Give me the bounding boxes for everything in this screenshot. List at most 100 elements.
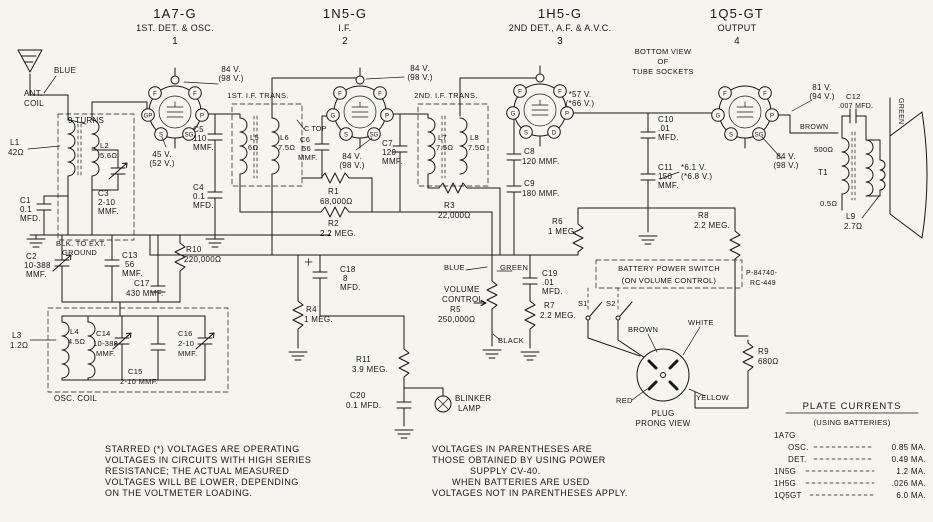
label-r10-value: 220,000Ω	[184, 255, 221, 264]
pin-label: F	[153, 92, 157, 98]
tube-pin	[560, 106, 574, 120]
part-labels: BLUE ANT. COIL 9 TURNS L1 42Ω L2 5.6Ω C3…	[8, 66, 904, 428]
tube-electrodes	[351, 101, 369, 118]
t1-secondary-coil	[865, 139, 874, 197]
label-c-top: C TOP	[304, 126, 327, 133]
tube-pin	[519, 125, 533, 139]
row-value: 1.2 MA.	[896, 467, 926, 476]
grid-cap	[535, 73, 545, 83]
ground-symbol	[482, 349, 502, 359]
tube-inner	[343, 95, 377, 129]
grid-cap	[170, 75, 180, 85]
label-osc-coil: OSC. COIL	[54, 394, 97, 403]
label-blk-ground: GROUND	[62, 248, 97, 257]
cap-c8	[506, 145, 522, 169]
tube-inner	[158, 95, 192, 129]
label-c2: C2	[26, 252, 37, 261]
switch-s2-blade	[619, 301, 633, 317]
plate-currents-group: 1A7G	[774, 431, 796, 440]
tube-pin	[195, 108, 209, 122]
label-part-number-2: RC-449	[750, 280, 776, 287]
voltage-t2-cap-paren: (98 V.)	[407, 73, 432, 82]
tube-pin	[513, 84, 527, 98]
plug-prongs	[647, 359, 679, 391]
dashed-lead	[587, 287, 619, 313]
tube2-number: 2	[342, 36, 348, 47]
tube-pin	[711, 108, 725, 122]
t1-primary-coil	[841, 137, 850, 195]
label-if1-transformer: 1ST. I.F. TRANS.	[227, 91, 288, 100]
label-l8: L8	[470, 133, 479, 142]
tube-pin	[148, 86, 162, 100]
note-left-line: RESISTANCE; THE ACTUAL MEASURED	[105, 466, 289, 476]
label-c15: C15	[128, 367, 143, 376]
label-c5: C5	[193, 125, 204, 134]
coil-l7	[427, 117, 436, 175]
voltage-callouts: 84 V. (98 V.) 45 V. (52 V.) 84 V. (98 V.…	[149, 64, 834, 181]
tube-pin	[333, 86, 347, 100]
pin-label: D	[552, 131, 557, 137]
label-c20: C20	[350, 391, 366, 400]
socket-note-line3: TUBE SOCKETS	[632, 67, 694, 76]
label-r3: R3	[444, 201, 455, 210]
plate-currents-title: PLATE CURRENTS	[803, 401, 902, 412]
label-prong-view: PRONG VIEW	[635, 419, 690, 428]
label-wire-green-output: GREEN	[897, 98, 904, 124]
tube-pin	[547, 125, 561, 139]
label-r10: R10	[186, 245, 202, 254]
label-l3: L3	[12, 331, 22, 340]
label-l4-value: 4.5Ω	[68, 337, 85, 346]
label-volume: VOLUME	[444, 285, 480, 294]
tube-pin	[154, 127, 168, 141]
label-coil: COIL	[24, 99, 44, 108]
switch-s1-contact	[585, 315, 591, 321]
tube-electrodes	[736, 101, 754, 118]
label-l9-value: 2.7Ω	[844, 222, 862, 231]
label-l7-value: 7.5Ω	[436, 143, 453, 152]
label-c2-value: 10-388	[24, 261, 51, 270]
pin-label: P	[770, 114, 774, 120]
label-wire-white: WHITE	[688, 318, 714, 327]
label-s1: S1	[578, 299, 588, 308]
tube-inner	[728, 95, 762, 129]
label-c7-value: 120	[382, 148, 396, 157]
tube-pin	[339, 127, 353, 141]
label-c12-value: .007 MFD.	[838, 103, 873, 110]
label-t1: T1	[818, 168, 828, 177]
voltage-t3-plate-paren: (*66 V.)	[566, 99, 595, 108]
pin-label: SG	[185, 133, 194, 139]
pointer-line	[27, 75, 880, 401]
footnotes: STARRED (*) VOLTAGES ARE OPERATING VOLTA…	[105, 444, 627, 498]
note-left-line: VOLTAGES IN CIRCUITS WITH HIGH SERIES	[105, 455, 311, 465]
voltage-t4-sg-paren: (98 V.)	[773, 161, 798, 170]
label-r7: R7	[544, 301, 555, 310]
label-r9-value: 680Ω	[758, 357, 779, 366]
label-r7-value: 2.2 MEG.	[540, 311, 576, 320]
label-on-volume-control: (ON VOLUME CONTROL)	[622, 276, 717, 285]
wire	[587, 319, 649, 361]
label-wire-yellow: YELLOW	[696, 393, 730, 402]
label-c6-value: 56	[302, 144, 311, 153]
label-c18: C18	[340, 265, 356, 274]
antenna-coil-box	[57, 113, 135, 241]
label-r1: R1	[328, 187, 339, 196]
label-c1-unit: MFD.	[20, 214, 41, 223]
label-l1: L1	[10, 138, 20, 147]
label-wire-blue: BLUE	[444, 263, 465, 272]
tube-pin	[765, 108, 779, 122]
tube1-function: 1ST. DET. & OSC.	[136, 23, 214, 33]
ground-symbol	[205, 238, 225, 248]
wiring	[29, 73, 891, 427]
tube2-name: 1N5-G	[323, 6, 367, 21]
voltage-t2-sg-paren: (98 V.)	[339, 161, 364, 170]
label-c6-unit: MMF.	[298, 153, 318, 162]
grid-cap	[355, 75, 365, 85]
label-l7: L7	[438, 133, 447, 142]
ground-symbol	[26, 238, 46, 248]
wire	[61, 315, 206, 381]
pot-wiper-arrow	[473, 300, 487, 306]
label-c15-value: 2-10 MMF.	[120, 377, 158, 386]
cap-c12	[841, 108, 865, 124]
